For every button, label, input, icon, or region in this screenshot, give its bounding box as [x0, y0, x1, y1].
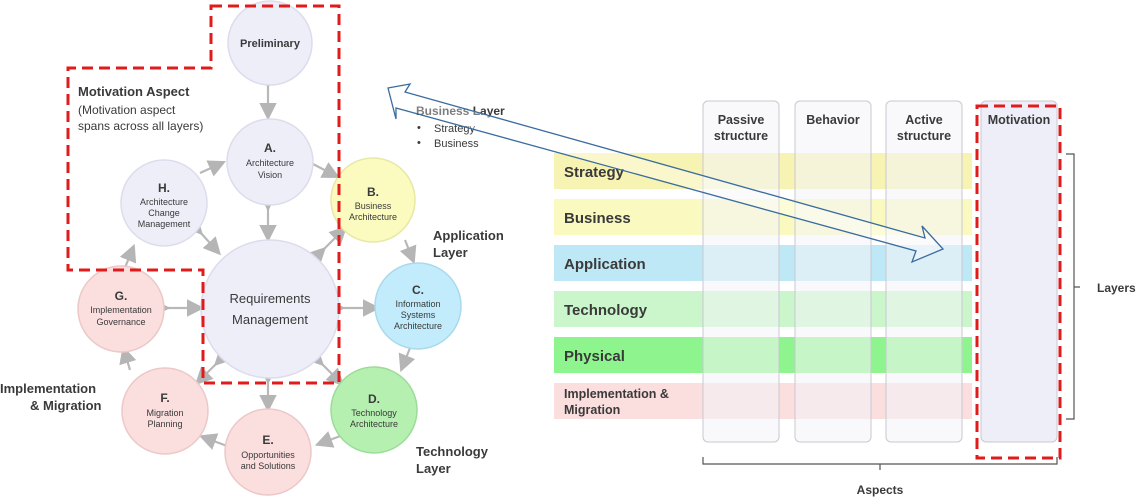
row-strategy-label: Strategy	[564, 164, 625, 181]
column-passive	[702, 100, 780, 443]
column-passive-line1: Passive	[718, 113, 765, 127]
phase-f-letter: F.	[160, 391, 169, 405]
phase-a-line1: Architecture	[246, 158, 294, 168]
business-layer-item-business: Business	[434, 138, 479, 150]
phase-b-line1: Business	[355, 201, 392, 211]
column-behavior	[794, 100, 872, 443]
phase-d-line2: Architecture	[350, 419, 398, 429]
aspects-label: Aspects	[857, 483, 904, 497]
phase-a-letter: A.	[264, 141, 276, 155]
phase-e-line2: and Solutions	[241, 461, 296, 471]
phase-h-letter: H.	[158, 181, 170, 195]
phase-c-circle	[374, 262, 462, 350]
phase-c-letter: C.	[412, 283, 424, 297]
phase-e-line1: Opportunities	[241, 450, 295, 460]
phase-c-line1: Information	[395, 299, 440, 309]
column-motivation	[980, 100, 1058, 443]
phase-g-circle	[77, 265, 165, 353]
motivation-column-dashed	[975, 104, 1062, 460]
phase-c-line2: Systems	[401, 310, 436, 320]
bullet-2: •	[417, 137, 421, 149]
application-layer-line2: Layer	[433, 245, 468, 260]
motivation-region-dashed	[66, 4, 341, 385]
phase-g-line1: Implementation	[90, 305, 152, 315]
requirements-line1: Requirements	[230, 291, 311, 306]
requirements-line2: Management	[232, 312, 308, 327]
phase-h-line1: Architecture	[140, 197, 188, 207]
motivation-note-line2: spans across all layers)	[78, 119, 203, 133]
phase-e-letter: E.	[262, 433, 273, 447]
layers-label: Layers	[1097, 281, 1136, 295]
preliminary-label: Preliminary	[240, 38, 301, 50]
phase-f-line1: Migration	[146, 408, 183, 418]
preliminary-circle	[227, 0, 313, 86]
framework-columns	[702, 100, 1058, 443]
phase-h-circle	[120, 159, 208, 247]
phase-h-line3: Management	[138, 219, 191, 229]
phase-g-line2: Governance	[96, 317, 145, 327]
row-implementation-line1: Implementation &	[564, 387, 669, 401]
technology-layer-line1: Technology	[416, 444, 489, 459]
impl-migration-line2: & Migration	[30, 398, 102, 413]
row-business-label: Business	[564, 210, 631, 227]
phase-f-line2: Planning	[147, 419, 182, 429]
column-behavior-label: Behavior	[806, 113, 860, 127]
technology-layer-line2: Layer	[416, 461, 451, 476]
column-active	[885, 100, 963, 443]
phase-b-letter: B.	[367, 185, 379, 199]
column-active-line2: structure	[897, 129, 951, 143]
column-motivation-label: Motivation	[988, 113, 1051, 127]
mapping-double-arrow	[387, 83, 945, 264]
column-active-line1: Active	[905, 113, 943, 127]
application-layer-line1: Application	[433, 228, 504, 243]
row-implementation-line2: Migration	[564, 403, 620, 417]
phase-b-circle	[330, 157, 416, 243]
phase-c-line3: Architecture	[394, 321, 442, 331]
phase-d-letter: D.	[368, 392, 380, 406]
layers-brace	[1066, 153, 1080, 420]
motivation-aspect-title: Motivation Aspect	[78, 84, 190, 99]
business-layer-item-strategy: Strategy	[434, 123, 475, 135]
phase-d-circle	[330, 366, 418, 454]
requirements-circle	[200, 239, 340, 379]
impl-migration-line1: Implementation	[0, 381, 96, 396]
phase-f-circle	[121, 367, 209, 455]
phase-e-circle	[224, 408, 312, 496]
column-passive-line2: structure	[714, 129, 768, 143]
phase-g-letter: G.	[115, 289, 128, 303]
phase-a-circle	[226, 118, 314, 206]
phase-a-line2: Vision	[258, 170, 282, 180]
aspects-brace	[702, 457, 1058, 470]
phase-h-line2: Change	[148, 208, 180, 218]
phase-d-line1: Technology	[351, 408, 397, 418]
bullet-1: •	[417, 122, 421, 134]
row-application-label: Application	[564, 256, 646, 273]
row-physical-label: Physical	[564, 348, 625, 365]
motivation-note-line1: (Motivation aspect	[78, 103, 176, 117]
row-technology-label: Technology	[564, 302, 648, 319]
phase-b-line2: Architecture	[349, 212, 397, 222]
